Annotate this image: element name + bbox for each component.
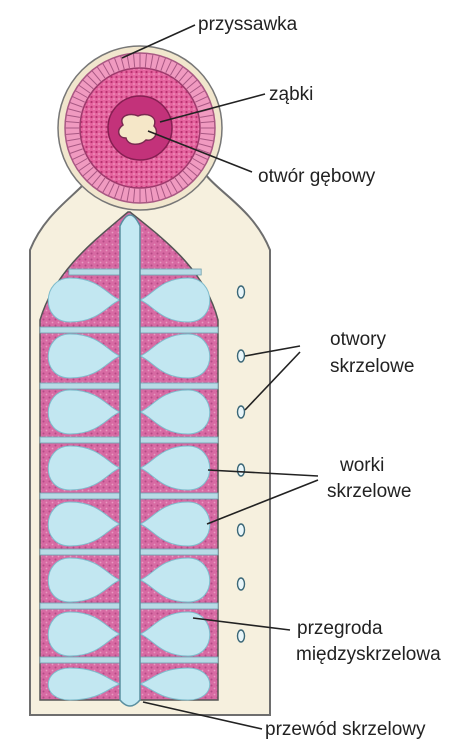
label-otwory-1: otwory [330,329,386,350]
label-worki-1: worki [339,455,384,476]
gill-opening [238,350,245,362]
gill-opening [238,406,245,418]
label-przegroda-2: międzyskrzelowa [296,644,441,665]
label-przewod: przewód skrzelowy [265,719,426,740]
gill-opening [238,464,245,476]
gill-duct [120,215,140,706]
gill-opening [238,630,245,642]
label-worki-2: skrzelowe [327,481,411,502]
label-otwor-gebowy: otwór gębowy [258,166,376,187]
label-zabki: ząbki [269,84,313,105]
label-przegroda-1: przegroda [297,618,383,639]
gill-opening [238,286,245,298]
label-otwory-2: skrzelowe [330,356,414,377]
sucker [58,46,222,210]
gill-opening [238,578,245,590]
gill-opening [238,524,245,536]
label-przyssawka: przyssawka [198,14,298,35]
